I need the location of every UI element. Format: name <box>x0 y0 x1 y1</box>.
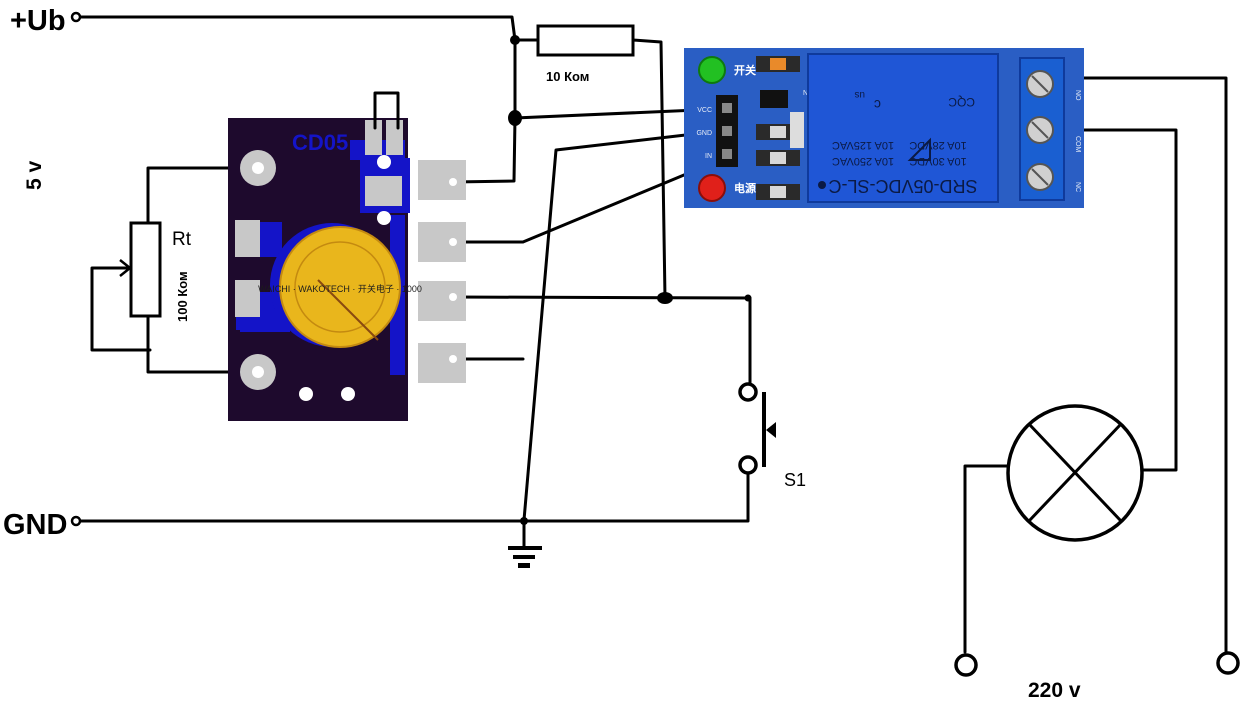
relay-module: VCC GND IN 开关 电源 N SRD-05VDC-SL-C 10A 25… <box>684 48 1084 208</box>
terminal-no-label: NO <box>1074 90 1081 101</box>
relay-body <box>807 53 999 203</box>
wire-vplus-to-module <box>451 116 517 184</box>
wire-gnd-rail <box>76 468 750 523</box>
gnd-terminal <box>70 515 82 527</box>
wire-gnd-vertical <box>522 129 722 522</box>
pin-vcc-label: VCC <box>697 107 712 114</box>
pin-in-label: IN <box>705 153 712 160</box>
thermistor-body <box>129 221 162 318</box>
switch-contact <box>738 382 758 402</box>
thermistor-arrow-icon <box>119 259 133 277</box>
wire-module-pin2-to-in <box>451 158 722 244</box>
terminal-com-label: COM <box>1074 136 1081 153</box>
ground-symbol <box>508 546 542 568</box>
thermistor-name-label: Rt <box>172 229 192 250</box>
wire-vplus-rail <box>76 15 517 42</box>
lamp: 220 v <box>954 404 1240 701</box>
junction-dot <box>744 294 752 302</box>
module-buzzer: WAICHI · WAKOTECH · 开关电子 · 1000 <box>258 226 422 348</box>
buzzer-text: WAICHI · WAKOTECH · 开关电子 · 1000 <box>258 283 422 294</box>
wire-thermistor-bottom <box>146 313 260 374</box>
switch-s1: S1 <box>738 382 806 490</box>
thermistor-rt: Rt 100 Ком <box>119 221 192 322</box>
gnd-label: GND <box>3 509 67 541</box>
relay-rating-dc-1: 10A 30VDC <box>909 155 967 167</box>
relay-cqc-mark: CQC <box>948 95 975 109</box>
module-board-mark: CD05 <box>292 130 348 155</box>
mains-voltage-label: 220 v <box>1028 679 1081 701</box>
junction-dot <box>510 35 520 45</box>
wire-resistor-right <box>631 38 667 300</box>
lamp-cross-line <box>1027 422 1123 523</box>
switch-actuator-icon <box>766 422 776 438</box>
led-red-icon <box>698 174 726 202</box>
relay-warning-icon <box>907 137 931 161</box>
supply-terminals: +Ub GND 5 v <box>3 5 82 541</box>
relay-rating-dc-2: 10A 28VDC <box>909 139 967 151</box>
vplus-label: +Ub <box>10 5 66 37</box>
thermostat-module: CD05 <box>228 91 466 421</box>
led-top-label: 开关 <box>734 63 756 77</box>
switch-contact <box>738 455 758 475</box>
board-n-label: N <box>803 90 808 97</box>
terminal-screws <box>1026 70 1054 191</box>
wire-thermistor-adjust <box>90 266 152 352</box>
resistor-value-label: 10 Ком <box>546 69 589 84</box>
led-bottom-label: 电源 <box>734 181 756 195</box>
led-green-icon <box>698 56 726 84</box>
wire-lamp-left <box>963 464 1010 654</box>
module-jumper <box>373 91 400 130</box>
relay-smd-parts <box>756 56 804 200</box>
mains-terminal-right <box>1216 651 1240 675</box>
supply-voltage-label: 5 v <box>23 160 46 190</box>
wire-module-out-to-switch <box>451 295 752 388</box>
switch-label: S1 <box>784 470 806 490</box>
pin-gnd-label: GND <box>696 130 712 137</box>
resistor-body <box>536 24 635 57</box>
relay-rating-ac-2: 10A 125VAC <box>832 139 894 151</box>
junction-dot <box>508 110 522 126</box>
relay-ul-mark: c <box>874 97 881 113</box>
junction-dot <box>657 292 673 304</box>
relay-model-label: SRD-05VDC-SL-C <box>828 176 977 196</box>
wire-thermistor-loop <box>146 166 260 225</box>
wire-relay-com <box>1064 128 1178 472</box>
wire-relay-no <box>1064 76 1228 654</box>
vplus-terminal <box>70 11 82 23</box>
mains-terminal-left <box>954 653 978 677</box>
resistor-10k: 10 Ком <box>536 24 635 84</box>
terminal-nc-label: NC <box>1074 182 1081 192</box>
thermistor-value-label: 100 Ком <box>175 271 190 322</box>
relay-ul-us-mark: us <box>854 89 865 100</box>
junction-dot <box>520 517 528 525</box>
module-pads <box>235 120 466 401</box>
relay-rating-ac-1: 10A 250VAC <box>832 155 894 167</box>
junctions <box>508 35 752 525</box>
